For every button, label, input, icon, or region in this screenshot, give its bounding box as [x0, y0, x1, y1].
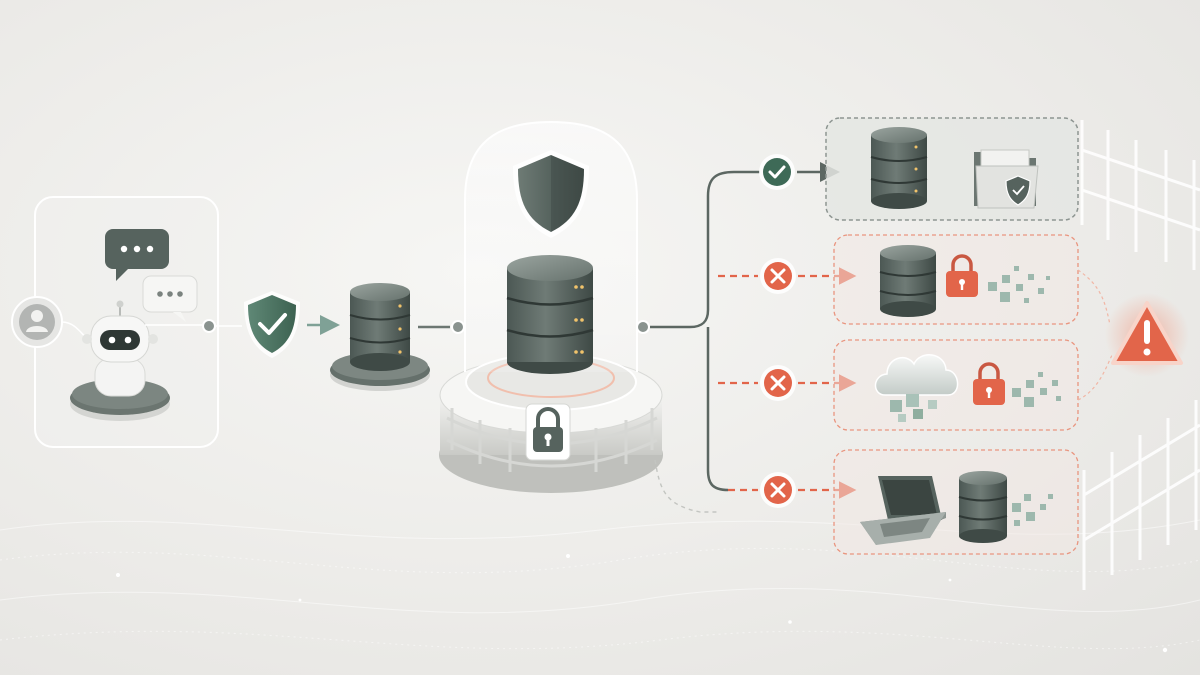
database-icon [330, 283, 430, 391]
user-avatar-icon [11, 296, 63, 348]
robot-icon [70, 300, 170, 421]
database-icon [870, 127, 928, 209]
alert-link [1077, 354, 1113, 401]
secure-folder-icon [974, 149, 1039, 209]
destination-allowed [825, 117, 1079, 221]
fence-icon [1080, 120, 1200, 590]
warning-triangle-icon [1105, 293, 1189, 377]
allowed-check-badge [759, 154, 795, 190]
laptop-icon [860, 476, 946, 545]
branch-lines [636, 162, 840, 492]
secure-vault [439, 120, 663, 493]
destination-blocked [833, 234, 1079, 325]
vault-dashed-link [654, 459, 720, 513]
blocked-path [718, 258, 857, 294]
destination-blocked [833, 449, 1079, 555]
staging-to-vault-link [418, 320, 465, 334]
padlock-icon [525, 403, 571, 461]
blocked-path [728, 472, 857, 508]
padlock-icon [946, 254, 978, 297]
chat-bubble-icon [105, 229, 169, 281]
data-fragments-icon [988, 266, 1050, 303]
data-fragments-icon [1012, 494, 1053, 526]
alert-link [1077, 269, 1111, 326]
chat-bubble-icon [142, 275, 198, 322]
data-fragments-icon [1012, 372, 1061, 407]
destination-blocked [833, 339, 1079, 431]
database-icon [879, 245, 937, 317]
shield-check-icon [244, 291, 300, 358]
shield-icon [513, 150, 589, 238]
database-icon [958, 471, 1008, 543]
cloud-icon [874, 354, 959, 422]
sparkles [116, 554, 1168, 653]
padlock-icon [973, 362, 1005, 405]
agent-output-link [145, 319, 242, 333]
blocked-path [718, 365, 857, 401]
